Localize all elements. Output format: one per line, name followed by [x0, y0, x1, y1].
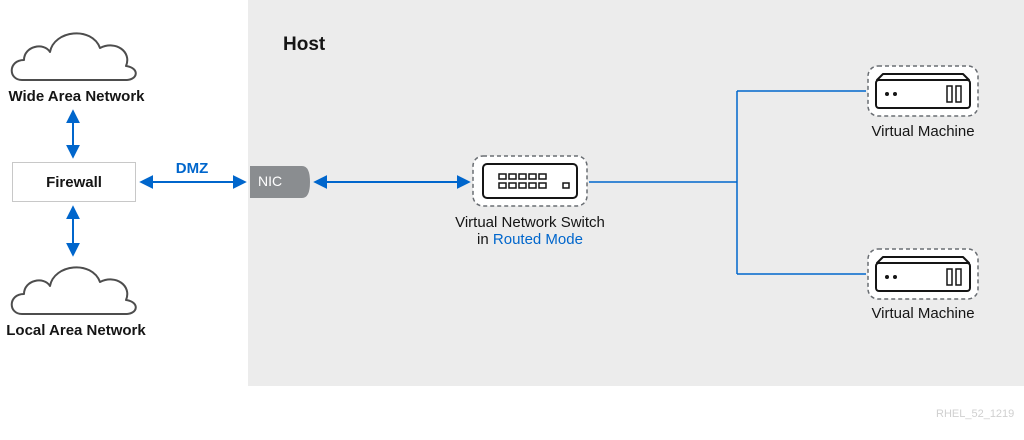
network-switch-icon: [472, 155, 588, 207]
vm2-server-icon: [867, 248, 979, 300]
firewall-box: Firewall: [12, 162, 136, 202]
switch-label-line1: Virtual Network Switch: [455, 214, 605, 231]
nic-label: NIC: [258, 173, 283, 189]
switch-vm-connectors: [589, 90, 866, 275]
watermark: RHEL_52_1219: [936, 408, 1015, 420]
switch-label-line2: in Routed Mode: [430, 231, 630, 248]
vm2-label: Virtual Machine: [871, 305, 975, 322]
vm1-server-icon: [867, 65, 979, 117]
lan-label: Local Area Network: [6, 322, 146, 339]
switch-label-prefix: in: [477, 231, 489, 248]
wan-label: Wide Area Network: [8, 88, 145, 105]
wan-cloud-icon: [10, 32, 137, 81]
firewall-label: Firewall: [46, 173, 102, 191]
vm1-label: Virtual Machine: [871, 123, 975, 140]
host-title: Host: [283, 34, 326, 55]
host-area: [248, 0, 1024, 386]
switch-label: Virtual Network Switch in Routed Mode: [430, 214, 630, 248]
lan-cloud-icon: [10, 266, 137, 315]
switch-mode-label: Routed Mode: [492, 231, 583, 248]
nic-port-shape: [250, 166, 310, 198]
dmz-label: DMZ: [175, 160, 209, 177]
